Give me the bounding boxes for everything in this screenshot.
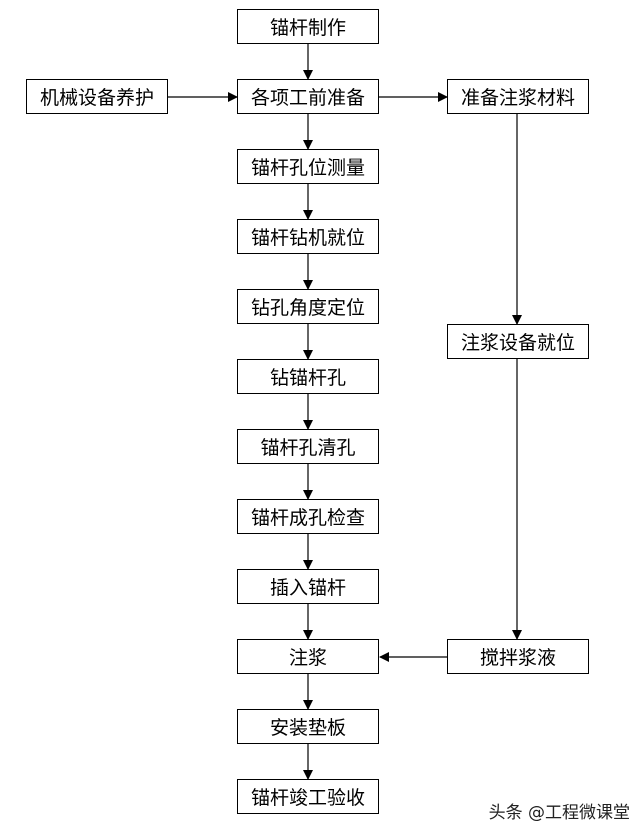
step-prepare-grout-material: 准备注浆材料 [447, 79, 589, 114]
step-hole-position-survey: 锚杆孔位测量 [237, 149, 379, 184]
step-hole-inspection: 锚杆成孔检查 [237, 499, 379, 534]
step-anchor-fabrication: 锚杆制作 [237, 9, 379, 44]
watermark: 头条 @工程微课堂 [488, 803, 630, 823]
step-drill-angle-positioning: 钻孔角度定位 [237, 289, 379, 324]
step-drill-rig-positioning: 锚杆钻机就位 [237, 219, 379, 254]
step-hole-cleaning: 锚杆孔清孔 [237, 429, 379, 464]
step-final-acceptance: 锚杆竣工验收 [237, 779, 379, 814]
step-grout-equipment-positioning: 注浆设备就位 [447, 324, 589, 359]
step-pre-construction-prep: 各项工前准备 [237, 79, 379, 114]
step-install-plate: 安装垫板 [237, 709, 379, 744]
step-insert-anchor: 插入锚杆 [237, 569, 379, 604]
step-grouting: 注浆 [237, 639, 379, 674]
step-machine-maintenance: 机械设备养护 [26, 79, 168, 114]
step-mix-grout: 搅拌浆液 [447, 639, 589, 674]
step-drill-anchor-hole: 钻锚杆孔 [237, 359, 379, 394]
